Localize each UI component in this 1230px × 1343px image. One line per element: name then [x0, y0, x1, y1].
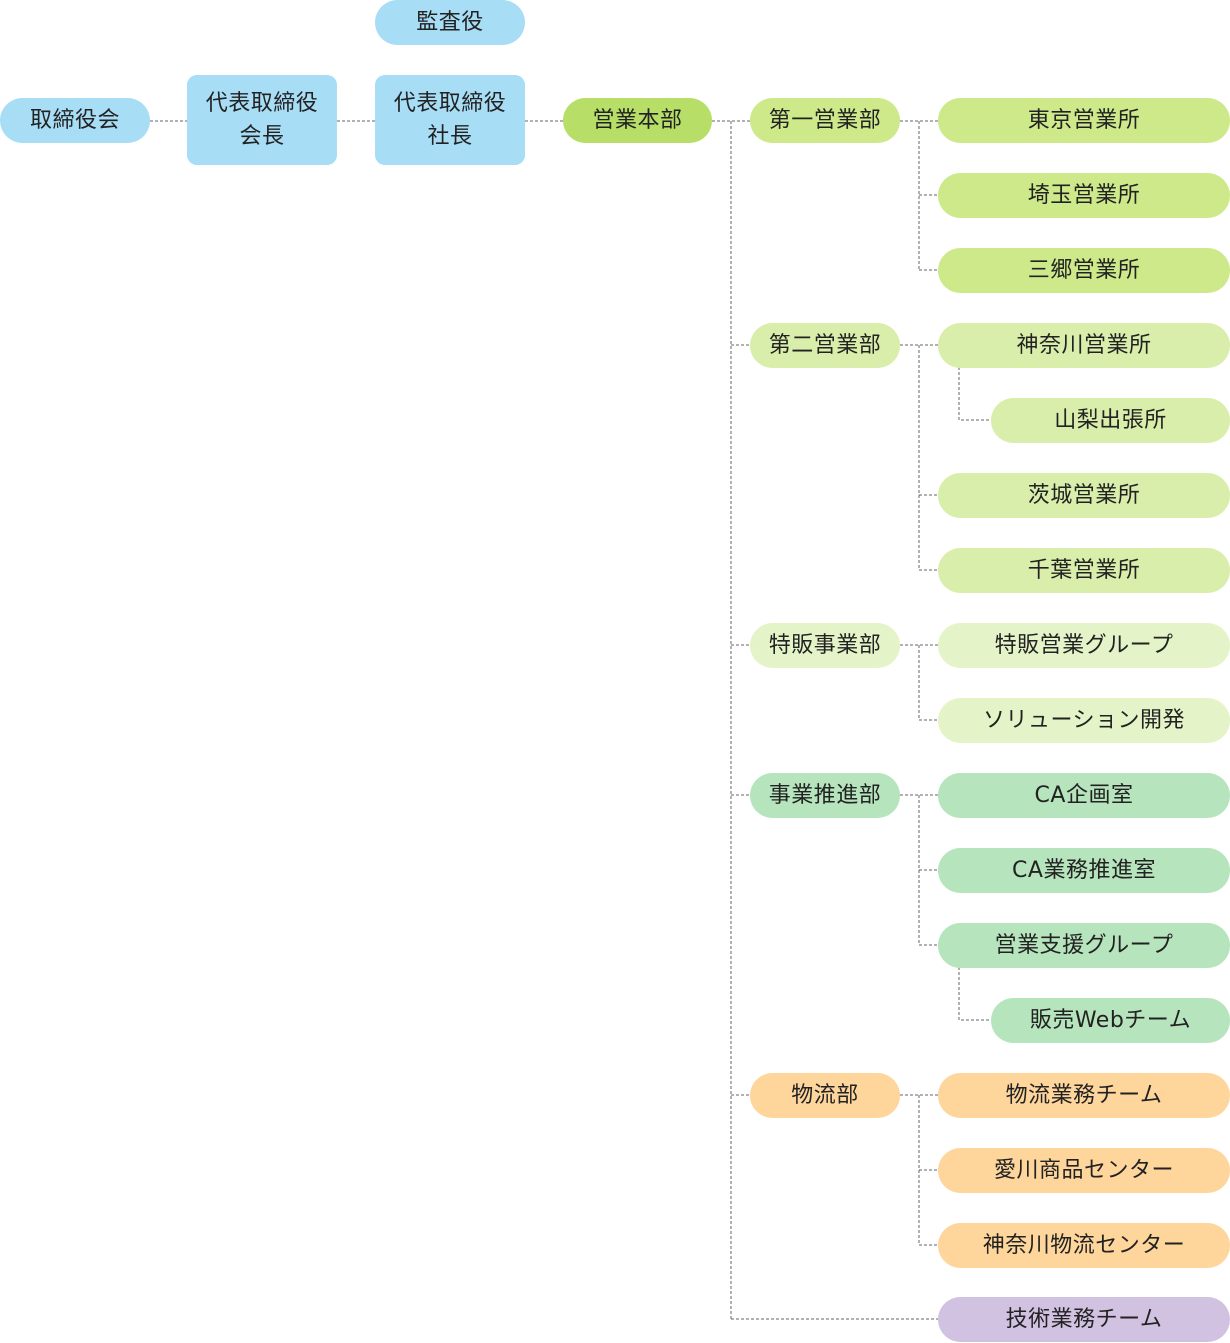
node-sales-support-group: 営業支援グループ: [938, 923, 1230, 968]
connector-logistics-branches: [900, 1094, 938, 1246]
node-headquarters: 営業本部: [563, 98, 712, 143]
node-yamanashi-office: 山梨出張所: [991, 398, 1230, 443]
node-chairman: 代表取締役 会長: [187, 75, 337, 165]
node-technical-team: 技術業務チーム: [938, 1297, 1230, 1342]
node-ca-business: CA業務推進室: [938, 848, 1230, 893]
node-board: 取締役会: [0, 98, 150, 143]
node-saitama-office: 埼玉営業所: [938, 173, 1230, 218]
node-kanagawa-office: 神奈川営業所: [938, 323, 1230, 368]
node-president: 代表取締役 社長: [375, 75, 525, 165]
node-kanagawa-logistics-center: 神奈川物流センター: [938, 1223, 1230, 1268]
node-division2: 第二営業部: [750, 323, 900, 368]
node-aikawa-center: 愛川商品センター: [938, 1148, 1230, 1193]
connector-div2-branches: [900, 344, 938, 571]
node-logistics-division: 物流部: [750, 1073, 900, 1118]
node-special-division: 特販事業部: [750, 623, 900, 668]
connector-kanagawa-yamanashi: [958, 367, 991, 421]
node-tokyo-office: 東京営業所: [938, 98, 1230, 143]
node-chiba-office: 千葉営業所: [938, 548, 1230, 593]
node-web-team: 販売Webチーム: [991, 998, 1230, 1043]
connector-div1-branches: [900, 120, 938, 271]
node-division1: 第一営業部: [750, 98, 900, 143]
node-solution-development: ソリューション開発: [938, 698, 1230, 743]
node-auditor: 監査役: [375, 0, 525, 45]
node-special-sales-group: 特販営業グループ: [938, 623, 1230, 668]
node-misato-office: 三郷営業所: [938, 248, 1230, 293]
node-logistics-team: 物流業務チーム: [938, 1073, 1230, 1118]
node-ibaraki-office: 茨城営業所: [938, 473, 1230, 518]
node-promotion-division: 事業推進部: [750, 773, 900, 818]
connector-promotion-branches: [900, 794, 938, 946]
node-ca-planning: CA企画室: [938, 773, 1230, 818]
connector-support-web: [958, 967, 991, 1021]
connector-special-branches: [900, 644, 938, 721]
